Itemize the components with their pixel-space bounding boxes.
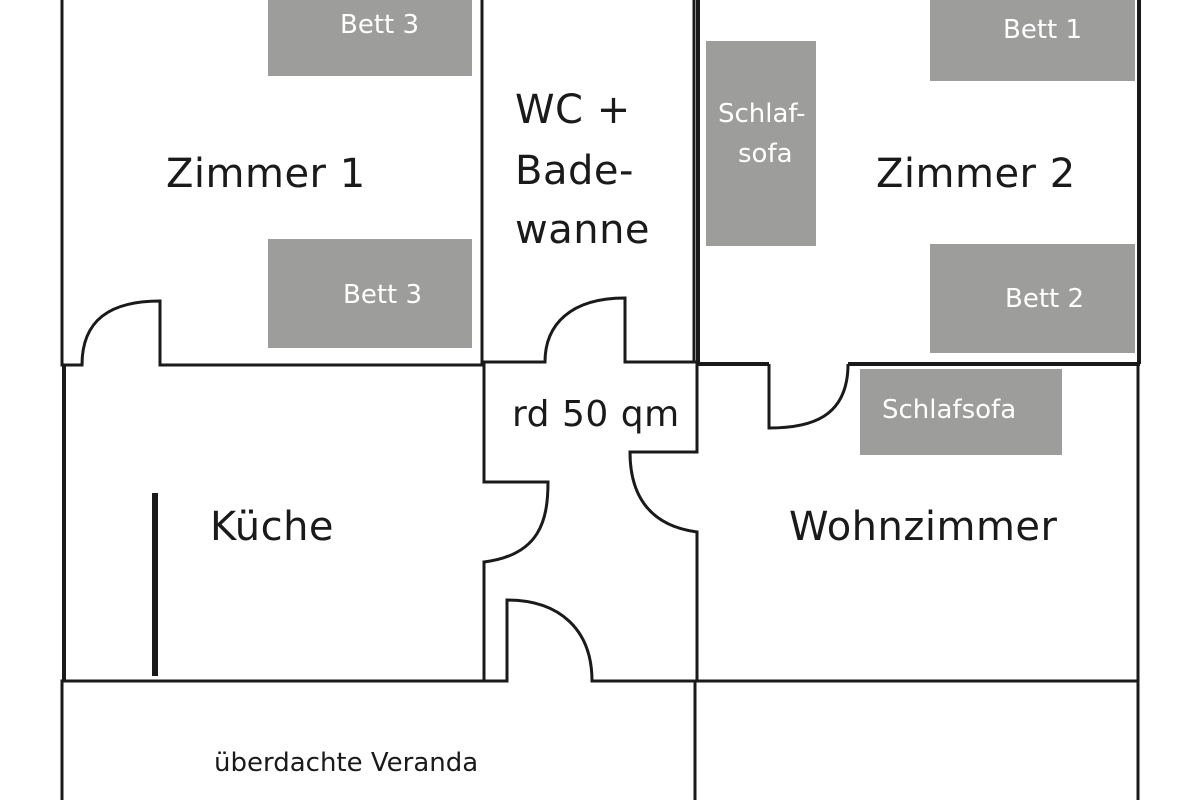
door-kitchen xyxy=(483,480,550,564)
furniture-label-bed3-top: Bett 3 xyxy=(340,10,420,40)
door-zimmer1 xyxy=(80,299,162,366)
furniture-label-sofa-zimmer2-line1: Schlaf- xyxy=(718,99,806,129)
sofa-bed-wohnzimmer xyxy=(860,369,1062,455)
bed-3-bottom xyxy=(268,239,472,348)
bed-3-top xyxy=(268,0,472,76)
furniture-label-bed2: Bett 2 xyxy=(1005,284,1085,314)
door-entrance xyxy=(505,598,594,682)
room-label-zimmer1: Zimmer 1 xyxy=(166,151,366,197)
bed-1 xyxy=(930,0,1135,81)
door-zimmer2 xyxy=(767,363,850,430)
furniture-label-bed1: Bett 1 xyxy=(1003,15,1083,45)
furniture-label-sofa-zimmer2-line2: sofa xyxy=(738,139,793,169)
sofa-bed-zimmer2 xyxy=(706,41,816,246)
room-label-kueche: Küche xyxy=(210,504,335,550)
room-label-wc-line1: WC + xyxy=(515,87,631,133)
room-label-veranda: überdachte Veranda xyxy=(214,748,479,778)
room-label-wc-line3: wanne xyxy=(515,207,651,253)
bed-2 xyxy=(930,244,1135,353)
area-label: rd 50 qm xyxy=(512,394,680,435)
door-wohnzimmer xyxy=(628,450,698,534)
door-wc xyxy=(543,296,627,363)
room-label-wohnzimmer: Wohnzimmer xyxy=(789,504,1058,550)
room-label-wc-line2: Bade- xyxy=(515,148,634,194)
room-label-zimmer2: Zimmer 2 xyxy=(876,151,1076,197)
furniture-label-sofa-wohnzimmer: Schlafsofa xyxy=(882,395,1017,425)
furniture-label-bed3-bottom: Bett 3 xyxy=(343,280,423,310)
